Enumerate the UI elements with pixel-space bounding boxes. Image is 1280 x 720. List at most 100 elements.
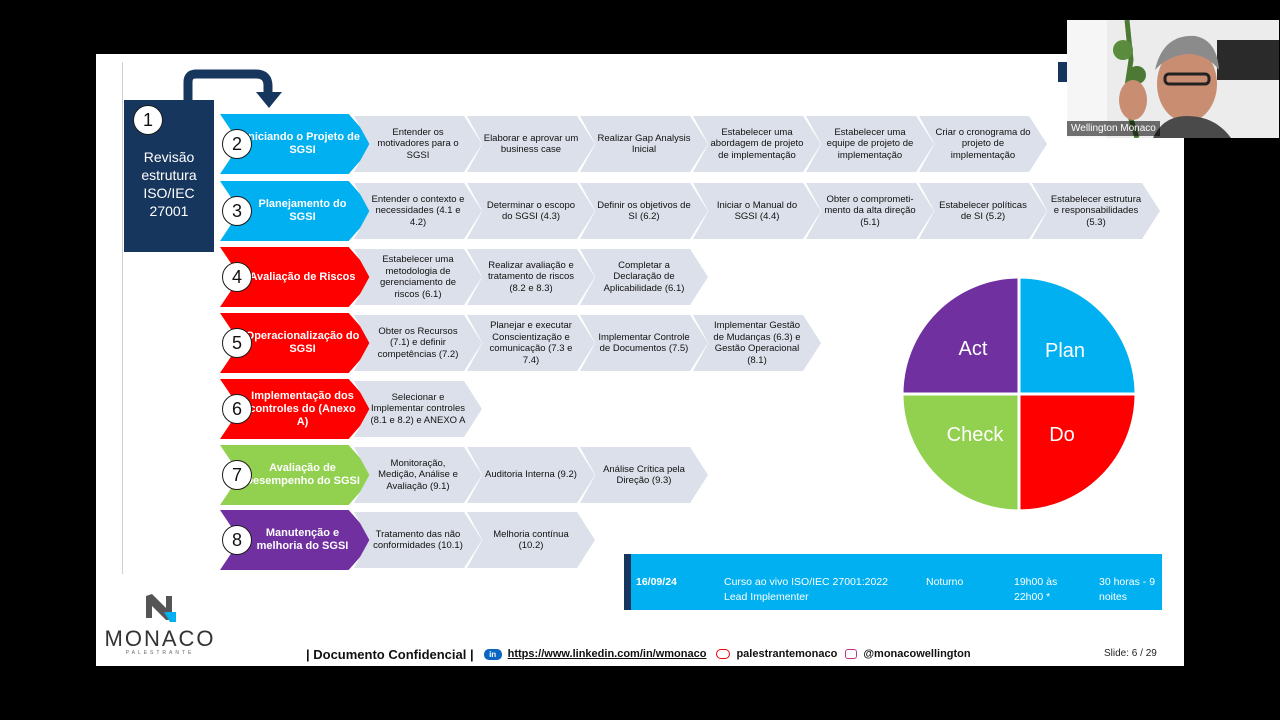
step-3-number: 3 <box>222 196 252 226</box>
step-3-item-7: Estabelecer estrutura e responsabilidade… <box>1032 183 1160 239</box>
step-item-label: Selecionar e Implementar controles (8.1 … <box>370 391 466 426</box>
instagram-icon <box>845 649 858 659</box>
step-4-item-1: Estabelecer uma metodologia de gerenciam… <box>354 249 482 305</box>
step-3-item-6: Estabelecer políticas de SI (5.2) <box>919 183 1047 239</box>
step-7-item-3: Análise Crítica pela Direção (9.3) <box>580 447 708 503</box>
step-item-label: Estabelecer estrutura e responsabilidade… <box>1050 193 1142 228</box>
monaco-logo: MONACO PALESTRANTE <box>104 592 216 656</box>
instagram-handle: @monacowellington <box>863 648 971 660</box>
step-5-item-2: Planejar e executar Conscientização e co… <box>467 315 595 371</box>
banner-date: 16/09/24 <box>636 576 677 588</box>
step-item-label: Definir os objetivos de SI (6.2) <box>597 199 691 223</box>
step-item-label: Implementar Gestão de Mudanças (6.3) e G… <box>713 320 801 366</box>
step-7-title: Avaliação de Desempenho do SGSI <box>245 462 360 487</box>
step-7-number: 7 <box>222 460 252 490</box>
step-item-label: Análise Crítica pela Direção (9.3) <box>603 463 685 487</box>
step-3-item-4: Iniciar o Manual do SGSI (4.4) <box>693 183 821 239</box>
slide-divider-line <box>122 62 123 574</box>
step-2-item-4: Estabelecer uma abordagem de projeto de … <box>693 116 821 172</box>
step-4-item-3: Completar a Declaração de Aplicabilidade… <box>580 249 708 305</box>
step-6-item-1: Selecionar e Implementar controles (8.1 … <box>354 381 482 437</box>
presentation-slide: Revisão estrutura ISO/IEC 27001 1 Inicia… <box>96 54 1184 666</box>
step-5-title: Operacionalização do SGSI <box>245 330 360 355</box>
step-item-label: Entender o contexto e necessidades (4.1 … <box>371 193 465 228</box>
step-7-item-1: Monitoração, Medição, Análise e Avaliaçã… <box>354 447 482 503</box>
confidential-label: | Documento Confidencial | <box>306 646 474 662</box>
pdca-slice-check <box>900 392 1021 513</box>
step-item-label: Obter o comprometi-mento da alta direção… <box>824 193 916 228</box>
step-3-item-3: Definir os objetivos de SI (6.2) <box>580 183 708 239</box>
logo-subtitle: PALESTRANTE <box>125 650 195 656</box>
step-1-number: 1 <box>133 105 163 135</box>
step-item-label: Implementar Controle de Documentos (7.5) <box>598 331 690 355</box>
step-item-label: Estabelecer uma metodologia de gerenciam… <box>379 254 457 300</box>
step-item-label: Iniciar o Manual do SGSI (4.4) <box>716 199 798 223</box>
cycle-arrow-icon <box>183 69 282 108</box>
pdca-slice-act <box>900 275 1021 396</box>
step-4-title: Avaliação de Riscos <box>249 270 356 283</box>
step-8-item-1: Tratamento das não conformidades (10.1) <box>354 512 482 568</box>
step-item-label: Melhoria contínua (10.2) <box>493 528 569 552</box>
linkedin-icon: in <box>483 648 502 660</box>
step-3-item-2: Determinar o escopo do SGSI (4.3) <box>467 183 595 239</box>
step-5-item-1: Obter os Recursos (7.1) e definir compet… <box>354 315 482 371</box>
step-3-item-5: Obter o comprometi-mento da alta direção… <box>806 183 934 239</box>
step-item-label: Estabelecer uma equipe de projeto de imp… <box>826 126 914 161</box>
step-2-item-1: Entender os motivadores para o SGSI <box>354 116 482 172</box>
step-4-item-2: Realizar avaliação e tratamento de risco… <box>467 249 595 305</box>
participant-name-label: Wellington Monaco <box>1067 121 1160 136</box>
step-item-label: Auditoria Interna (9.2) <box>485 469 577 481</box>
step-5-item-3: Implementar Controle de Documentos (7.5) <box>580 315 708 371</box>
youtube-icon <box>716 649 731 659</box>
logo-mark-icon <box>146 594 176 622</box>
step-item-label: Entender os motivadores para o SGSI <box>377 126 459 161</box>
slide-number: Slide: 6 / 29 <box>1104 648 1157 659</box>
step-item-label: Realizar Gap Analysis Inicial <box>597 132 691 156</box>
step-2-title: Iniciando o Projeto de SGSI <box>245 131 360 156</box>
step-5-number: 5 <box>222 328 252 358</box>
step-4-number: 4 <box>222 262 252 292</box>
participant-video-feed <box>1067 20 1279 138</box>
step-item-label: Completar a Declaração de Aplicabilidade… <box>603 259 685 294</box>
step-item-label: Planejar e executar Conscientização e co… <box>489 320 573 366</box>
step-5-item-4: Implementar Gestão de Mudanças (6.3) e G… <box>693 315 821 371</box>
step-8-item-2: Melhoria contínua (10.2) <box>467 512 595 568</box>
youtube-handle: palestrantemonaco <box>736 648 838 660</box>
step-item-label: Monitoração, Medição, Análise e Avaliaçã… <box>378 457 458 492</box>
step-2-item-2: Elaborar e aprovar um business case <box>467 116 595 172</box>
pdca-slice-plan <box>1017 275 1138 396</box>
step-2-item-5: Estabelecer uma equipe de projeto de imp… <box>806 116 934 172</box>
pdca-label-plan: Plan <box>1045 340 1085 362</box>
course-banner: 16/09/24 Curso ao vivo ISO/IEC 27001:202… <box>624 554 1162 610</box>
step-7-item-2: Auditoria Interna (9.2) <box>467 447 595 503</box>
banner-shift: Noturno <box>926 576 964 588</box>
slide-footer: | Documento Confidencial | in https://ww… <box>306 644 1066 664</box>
linkedin-link[interactable]: https://www.linkedin.com/in/wmonaco <box>507 648 707 660</box>
step-8-number: 8 <box>222 525 252 555</box>
step-item-label: Obter os Recursos (7.1) e definir compet… <box>377 325 459 360</box>
step-6-number: 6 <box>222 394 252 424</box>
step-item-label: Estabelecer políticas de SI (5.2) <box>939 199 1027 223</box>
step-8-title: Manutenção e melhoria do SGSI <box>256 527 349 552</box>
step-item-label: Criar o cronograma do projeto de impleme… <box>935 126 1031 161</box>
participant-video[interactable]: Wellington Monaco <box>1067 20 1279 138</box>
step-2-item-3: Realizar Gap Analysis Inicial <box>580 116 708 172</box>
step-6-title: Implementação dos controles do (Anexo A) <box>249 389 356 428</box>
step-item-label: Realizar avaliação e tratamento de risco… <box>487 259 575 294</box>
step-item-label: Tratamento das não conformidades (10.1) <box>373 528 463 552</box>
step-3-item-1: Entender o contexto e necessidades (4.1 … <box>354 183 482 239</box>
step-item-label: Estabelecer uma abordagem de projeto de … <box>710 126 804 161</box>
banner-accent-bar <box>624 554 631 610</box>
step-item-label: Elaborar e aprovar um business case <box>483 132 579 156</box>
step-3-title: Planejamento do SGSI <box>258 198 347 223</box>
panel-toggle-icon[interactable] <box>1058 62 1067 82</box>
logo-name: MONACO <box>104 626 216 651</box>
step-2-item-6: Criar o cronograma do projeto de impleme… <box>919 116 1047 172</box>
step-item-label: Determinar o escopo do SGSI (4.3) <box>486 199 576 223</box>
pdca-label-act: Act <box>959 338 988 360</box>
step-1-label: Revisão estrutura ISO/IEC 27001 <box>141 149 197 219</box>
